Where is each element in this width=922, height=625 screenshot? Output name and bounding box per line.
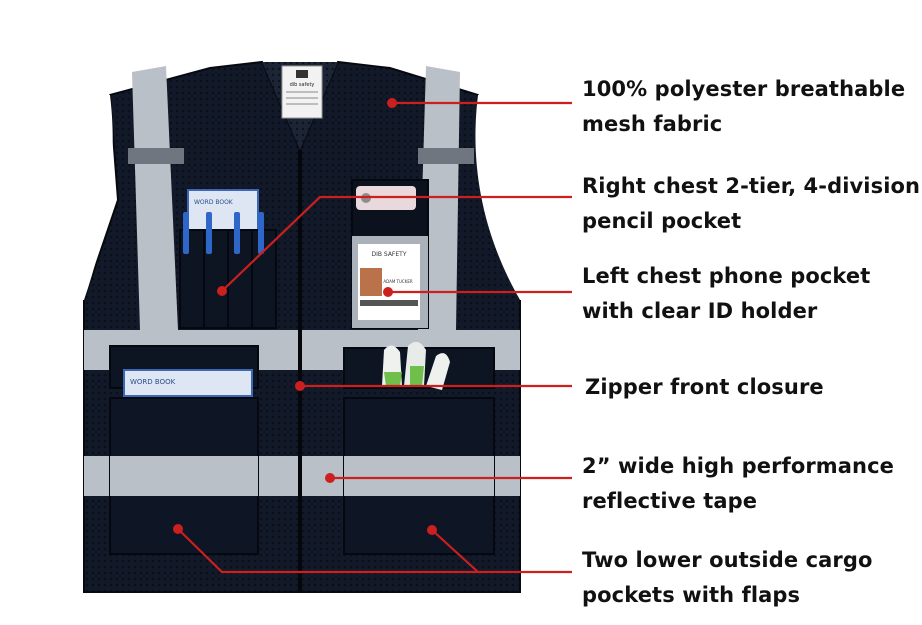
callout-cargo-pockets: Two lower outside cargo pockets with fla… [582,543,873,613]
left-shoulder-loop [128,148,184,164]
callout-reflective-tape: 2” wide high performance reflective tape [582,449,894,519]
callout-line-1: Two lower outside cargo [582,548,873,572]
callout-line-2: pockets with flaps [582,583,801,607]
callout-mesh-fabric: 100% polyester breathable mesh fabric [582,72,905,142]
pointer-dot-cargo-right [427,525,437,535]
pointer-dot-pencil-pocket [217,286,227,296]
pointer-lines [177,101,572,574]
callout-line-1: 100% polyester breathable [582,77,906,101]
callout-pencil-pocket: Right chest 2-tier, 4-division pencil po… [582,169,920,239]
pointer-dot-reflective-tape [325,473,335,483]
callout-line-1: Right chest 2-tier, 4-division [582,174,921,198]
callout-line-1: Zipper front closure [585,375,824,399]
neck-tag-text: dib safety [290,82,315,88]
pointer-dot-mesh [387,98,397,108]
callout-line-2: reflective tape [582,489,758,513]
callout-line-1: 2” wide high performance [582,454,894,478]
id-badge-name: ADAM TUCKER [383,279,413,284]
notebook-label-large: WORD BOOK [130,378,176,386]
pointer-dot-phone-pocket [383,287,393,297]
neck-tag: dib safety [281,65,323,119]
callout-line-2: pencil pocket [582,209,742,233]
pointer-line-cargo-right [431,529,479,573]
callout-line-1: Left chest phone pocket [582,264,871,288]
lower-left-cargo-pocket: WORD BOOK [109,345,259,555]
lower-right-cargo-pocket [343,341,495,555]
pointer-line-pencil-pocket [221,195,572,292]
phone-id-pocket: DIB SAFETY ADAM TUCKER [351,179,429,329]
callout-phone-pocket: Left chest phone pocket with clear ID ho… [582,259,870,329]
callout-line-2: mesh fabric [582,112,723,136]
notebook-label-small: WORD BOOK [194,199,234,206]
pencil-pocket: WORD BOOK [179,189,277,329]
pointer-line-cargo-left [177,528,572,574]
callout-line-2: with clear ID holder [582,299,818,323]
right-shoulder-loop [418,148,474,164]
pointer-dots [173,98,437,535]
callout-zipper: Zipper front closure [585,370,824,405]
pointer-dot-zipper [295,381,305,391]
pointer-dot-cargo-left [173,524,183,534]
id-badge-title: DIB SAFETY [371,251,406,258]
